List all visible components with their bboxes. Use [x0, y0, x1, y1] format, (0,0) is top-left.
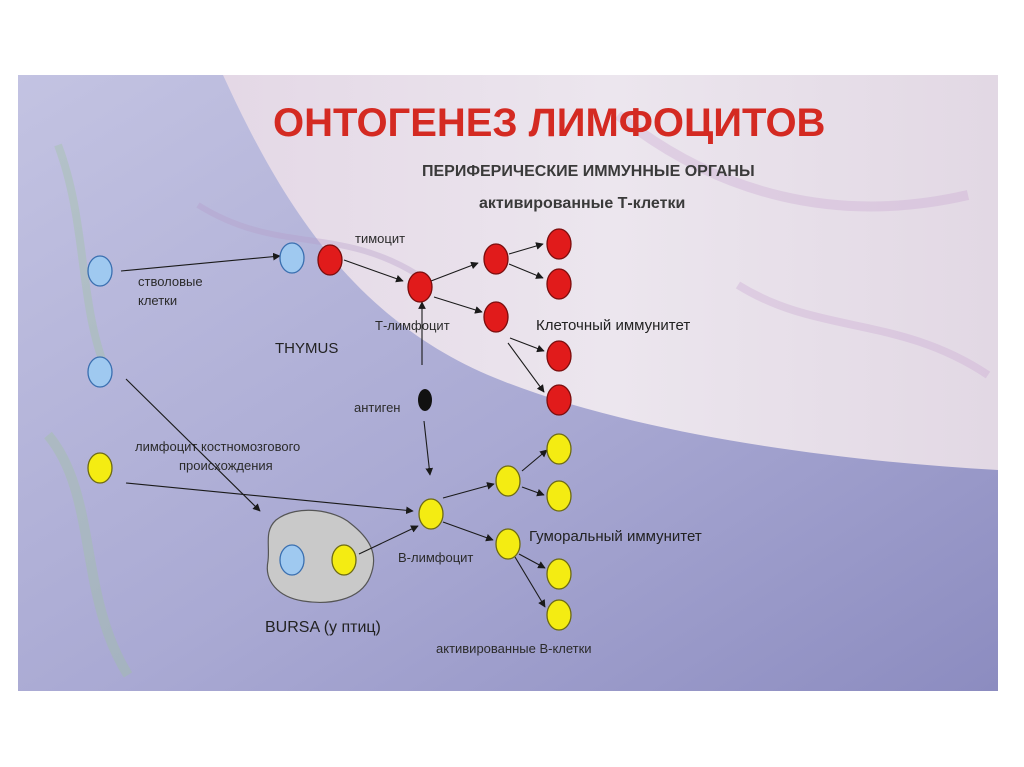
- b-lymphocyte-cell: [419, 499, 443, 529]
- stem-cell: [88, 256, 112, 286]
- t-cell: [484, 302, 508, 332]
- stem-cells-label-line2: клетки: [138, 293, 177, 308]
- stem-cell: [88, 357, 112, 387]
- bone-marrow-lymphocyte-label-line1: лимфоцит костномозгового: [135, 439, 300, 454]
- diagram-title: ОНТОГЕНЕЗ ЛИМФОЦИТОВ: [273, 101, 825, 145]
- activated-b-cell: [547, 600, 571, 630]
- activated-t-cell: [547, 229, 571, 259]
- bone-marrow-lymphocyte: [88, 453, 112, 483]
- bursa-label: BURSA (у птиц): [265, 619, 381, 636]
- b-cell: [496, 529, 520, 559]
- thymus-stem-cell: [280, 243, 304, 273]
- antigen-label: антиген: [354, 400, 401, 415]
- bursa-b-cell: [332, 545, 356, 575]
- thymocyte-label: тимоцит: [355, 231, 405, 246]
- activated-b-cell: [547, 434, 571, 464]
- activated-t-cells-heading: активированные Т-клетки: [479, 195, 685, 212]
- bone-marrow-lymphocyte-label-line2: происхождения: [179, 458, 273, 473]
- humoral-immunity-label: Гуморальный иммунитет: [529, 528, 702, 545]
- t-lymphocyte-label: Т-лимфоцит: [375, 318, 450, 333]
- activated-t-cell: [547, 385, 571, 415]
- peripheral-organs-heading: ПЕРИФЕРИЧЕСКИЕ ИММУННЫЕ ОРГАНЫ: [422, 163, 755, 180]
- activated-b-cells-label: активированные В-клетки: [436, 641, 592, 656]
- b-cell: [496, 466, 520, 496]
- antigen-particle: [418, 389, 432, 411]
- activated-b-cell: [547, 559, 571, 589]
- bursa-stem-cell: [280, 545, 304, 575]
- slide: ОНТОГЕНЕЗ ЛИМФОЦИТОВ ПЕРИФЕРИЧЕСКИЕ ИММУ…: [18, 75, 998, 691]
- t-cell: [484, 244, 508, 274]
- t-lymphocyte-cell: [408, 272, 432, 302]
- stem-cells-label-line1: стволовые: [138, 274, 203, 289]
- thymus-label: THYMUS: [275, 340, 338, 357]
- activated-t-cell: [547, 269, 571, 299]
- activated-t-cell: [547, 341, 571, 371]
- lymphocyte-ontogenesis-diagram: ОНТОГЕНЕЗ ЛИМФОЦИТОВ ПЕРИФЕРИЧЕСКИЕ ИММУ…: [18, 75, 998, 691]
- b-lymphocyte-label: В-лимфоцит: [398, 550, 473, 565]
- cellular-immunity-label: Клеточный иммунитет: [536, 317, 690, 334]
- activated-b-cell: [547, 481, 571, 511]
- thymocyte-cell: [318, 245, 342, 275]
